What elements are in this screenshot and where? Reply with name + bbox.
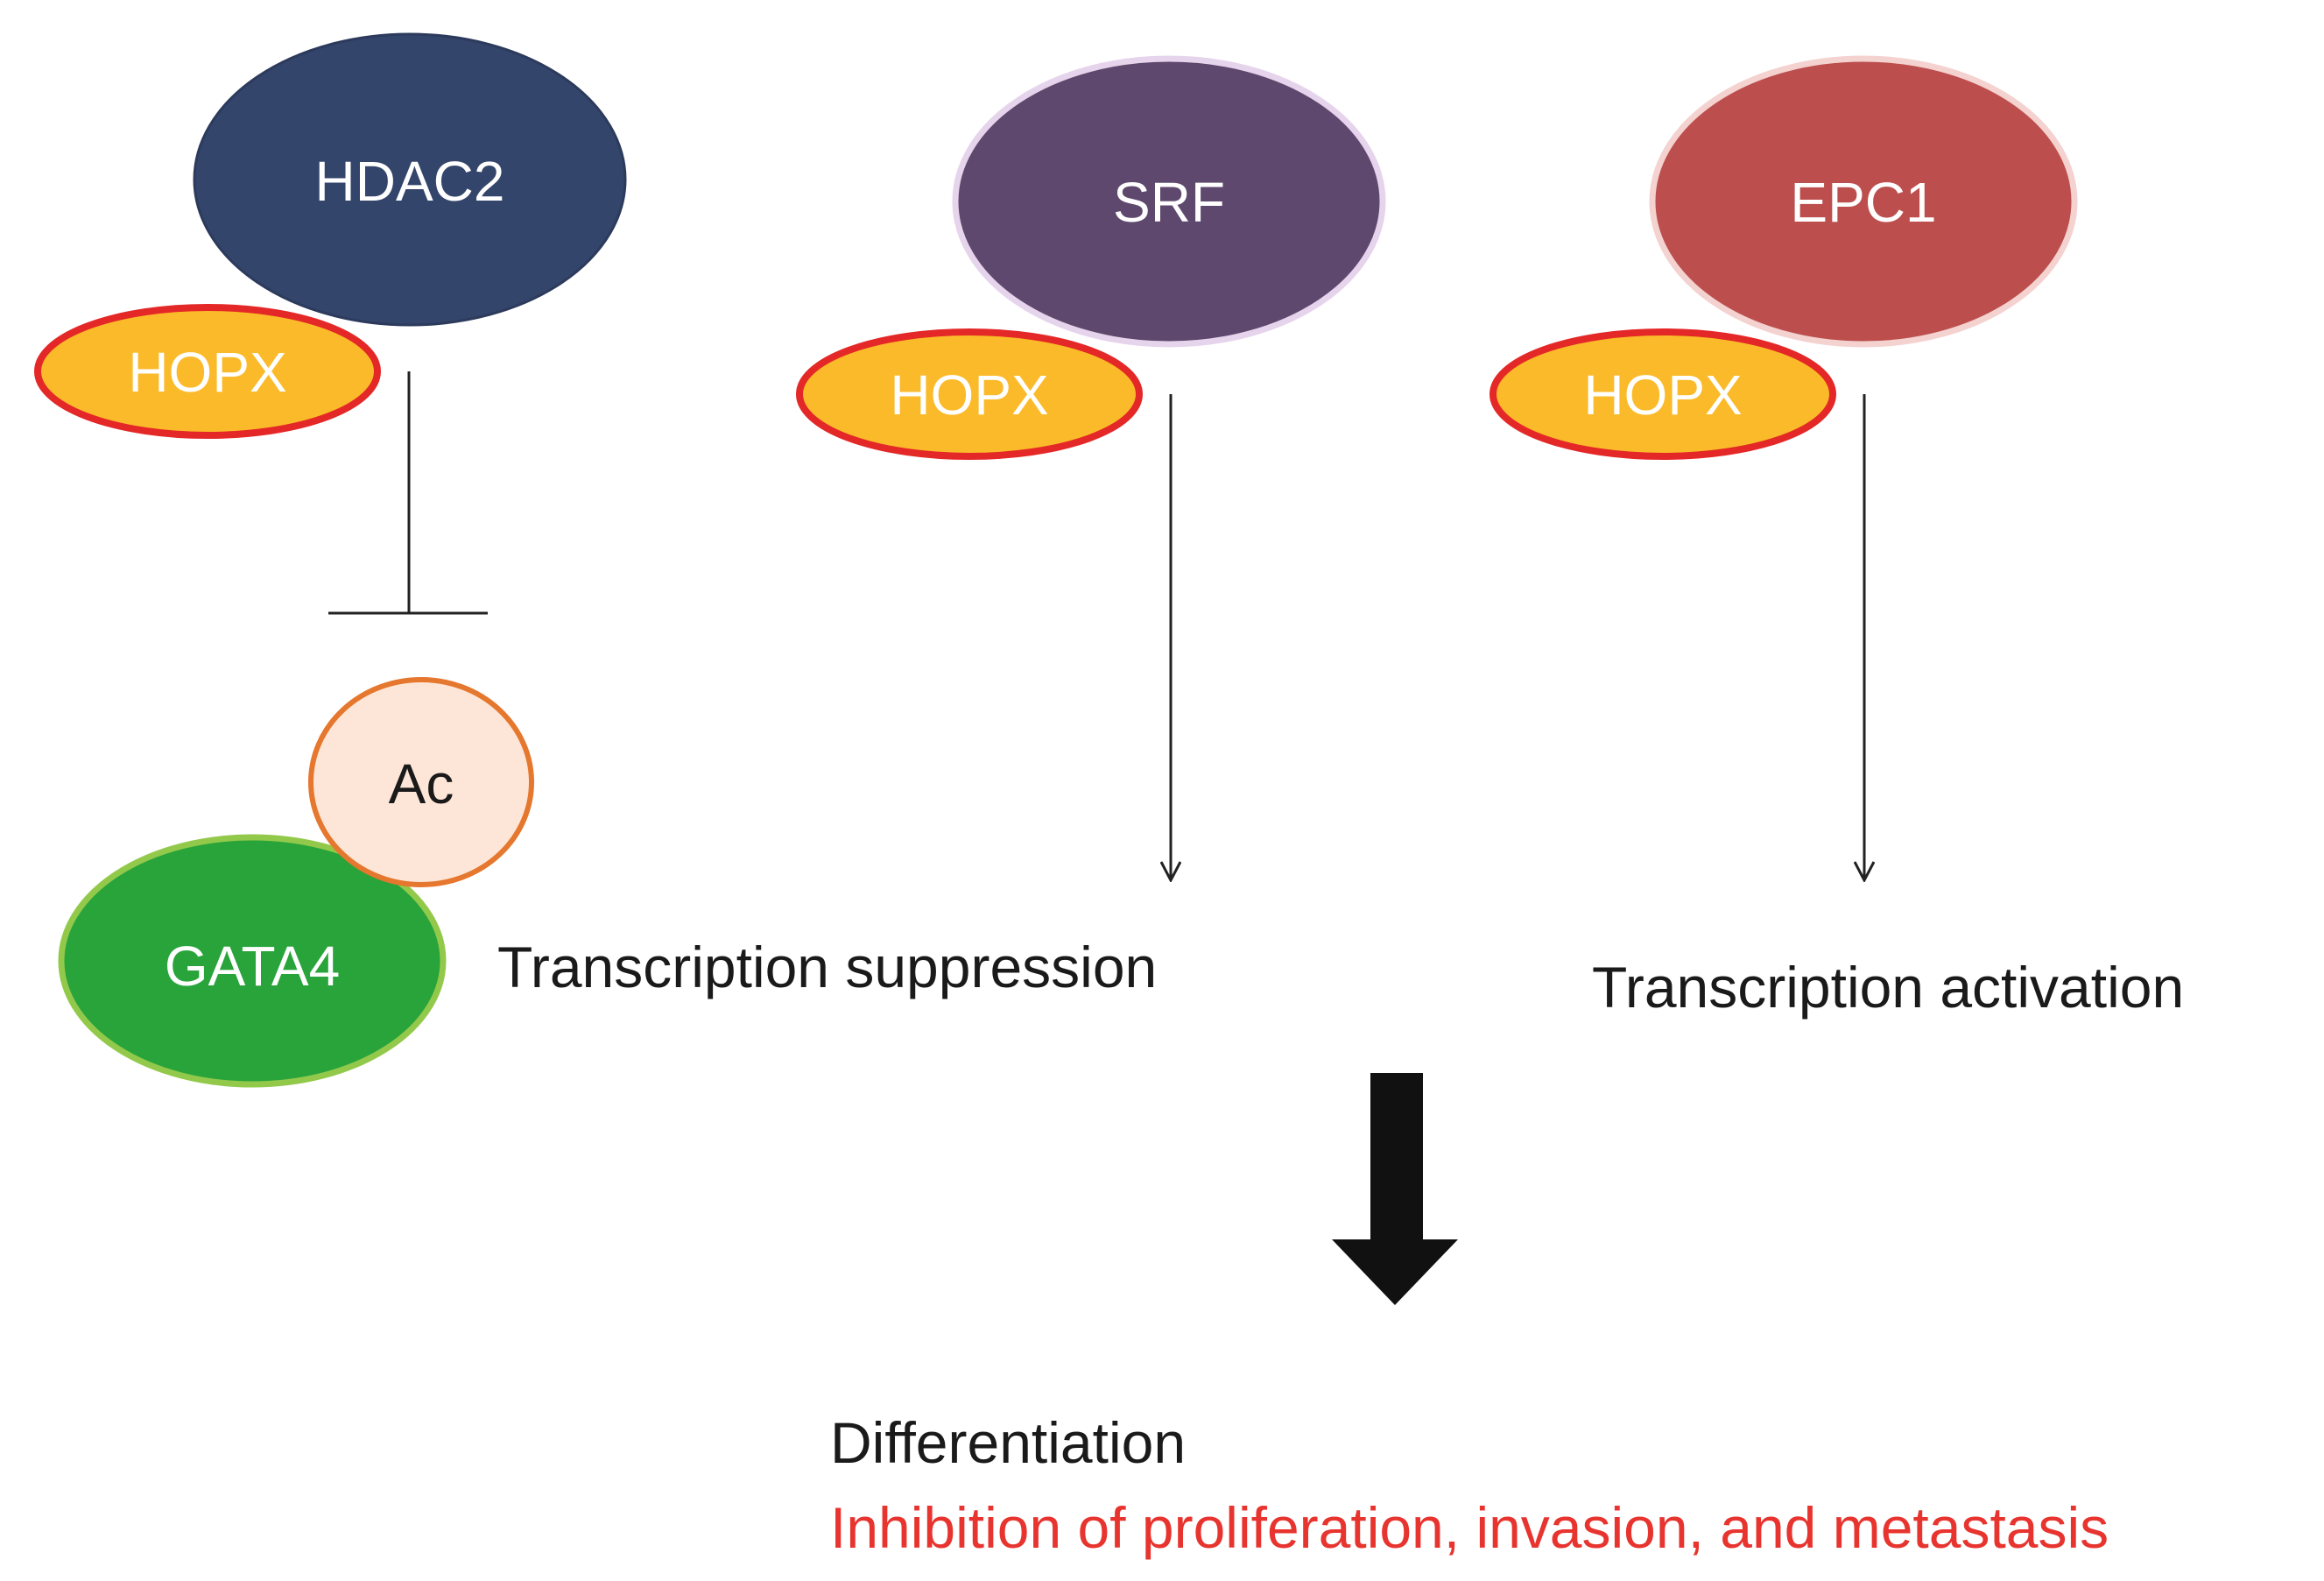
- inhibition-label: Inhibition of proliferation, invasion, a…: [830, 1495, 2109, 1560]
- epc1-ellipse: [1649, 55, 2078, 348]
- gata4-label: GATA4: [165, 935, 340, 998]
- hopx-ellipse-left: [34, 304, 381, 439]
- gata4-ellipse: [58, 834, 447, 1088]
- epc1-hopx-complex: EPC1 HOPX: [1489, 55, 2078, 460]
- ac-circle: [308, 677, 534, 887]
- srf-ellipse: [952, 55, 1386, 348]
- hopx-ellipse-middle: [796, 328, 1143, 460]
- transcription-suppression-label: Transcription suppression: [497, 935, 1157, 999]
- t-bar-inhibition-icon: [328, 371, 488, 615]
- srf-hopx-complex: SRF HOPX: [796, 55, 1386, 460]
- transcription-activation-label: Transcription activation: [1592, 955, 2184, 1020]
- gata4-ac-complex: GATA4 Ac: [58, 677, 534, 1088]
- hopx-label-middle: HOPX: [890, 363, 1048, 427]
- hopx-ellipse-right: [1489, 328, 1836, 460]
- hdac2-label: HDAC2: [315, 150, 505, 213]
- srf-label: SRF: [1113, 171, 1225, 234]
- hdac2-hopx-complex: HDAC2 HOPX: [34, 32, 627, 439]
- hopx-label-left: HOPX: [128, 341, 286, 404]
- thick-down-arrow-icon: [1332, 1073, 1458, 1305]
- hopx-label-right: HOPX: [1583, 363, 1742, 427]
- differentiation-label: Differentiation: [830, 1410, 1186, 1475]
- epc1-label: EPC1: [1790, 171, 1936, 234]
- hdac2-ellipse: [193, 32, 627, 327]
- ac-label: Ac: [389, 752, 454, 815]
